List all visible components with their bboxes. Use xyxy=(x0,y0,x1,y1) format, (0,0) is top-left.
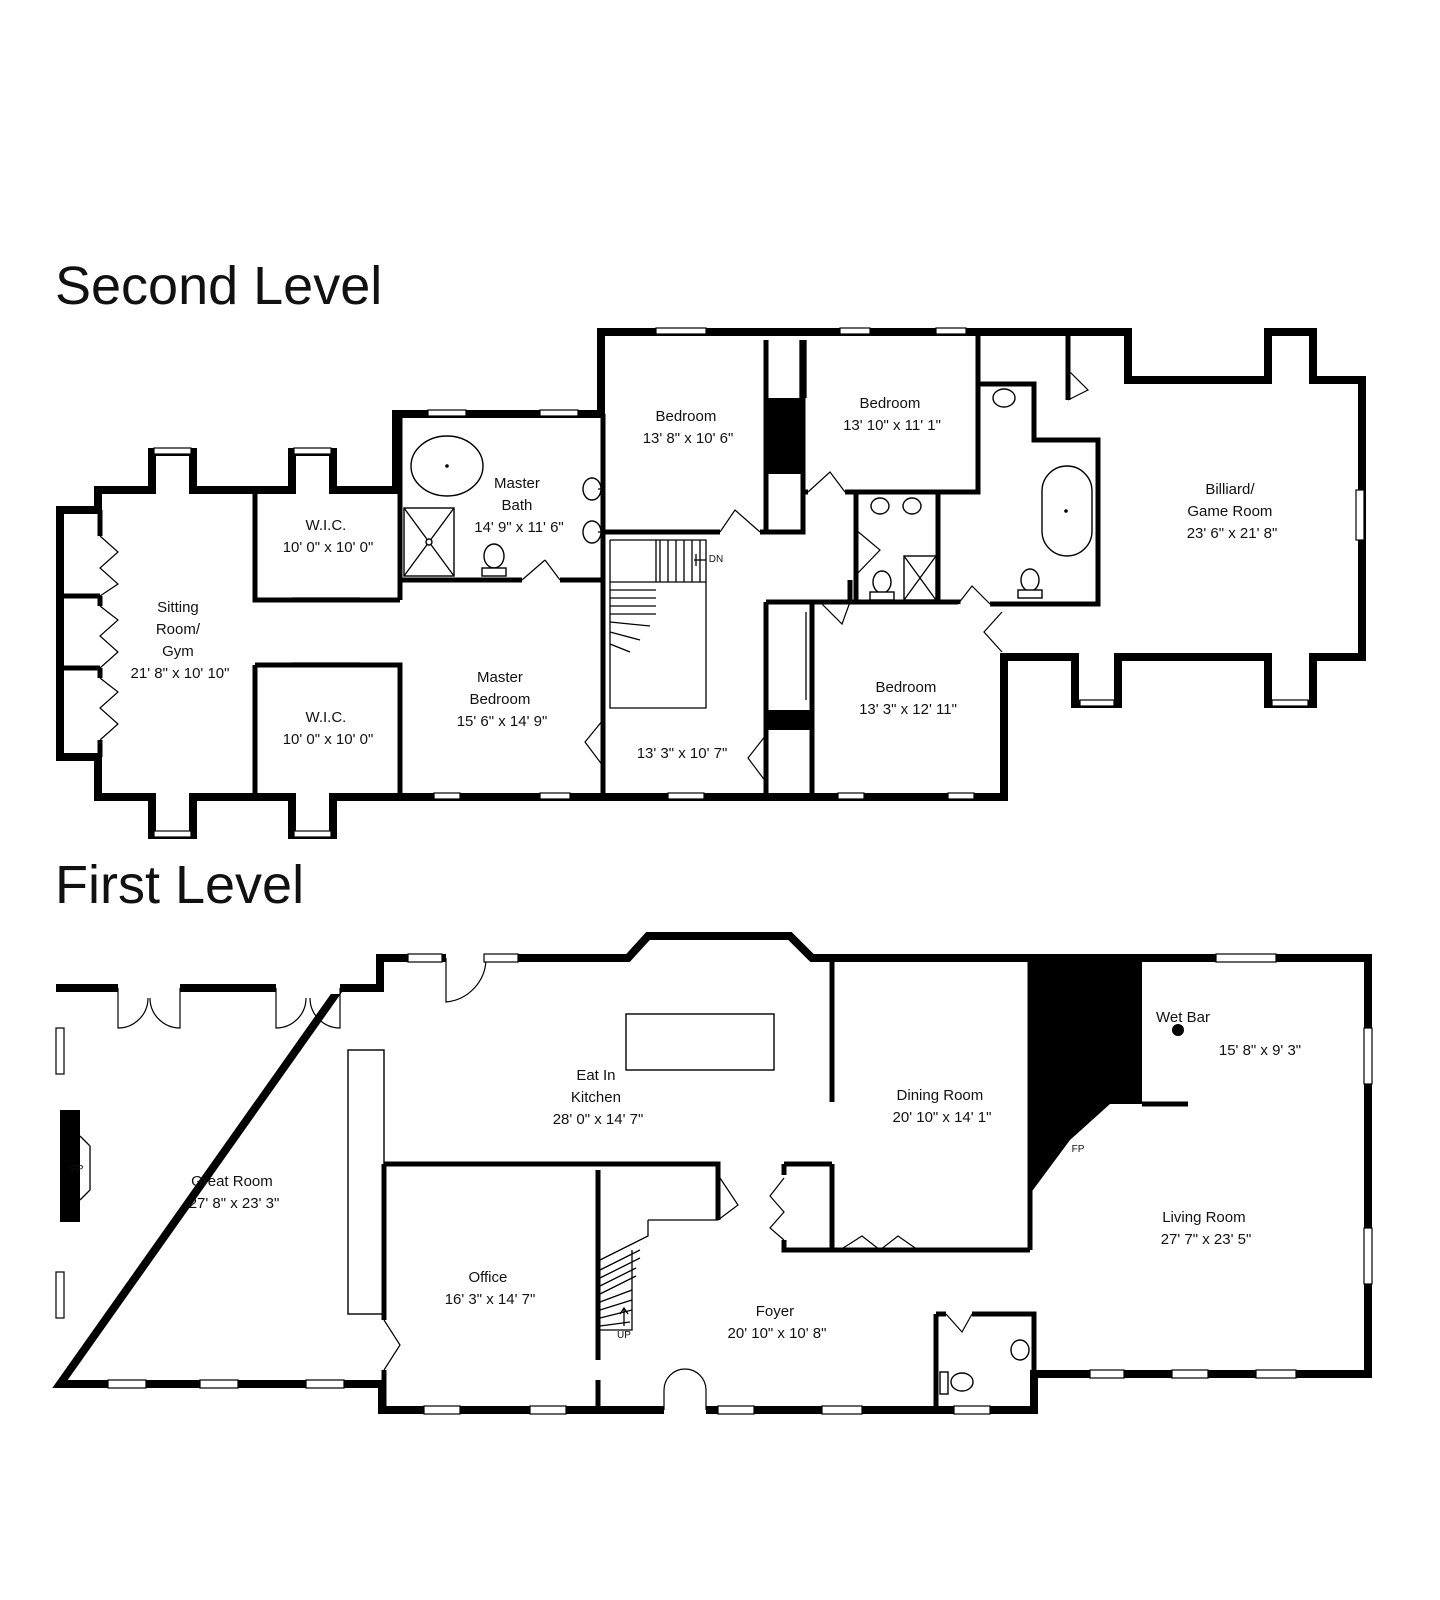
master-bath-walls xyxy=(397,414,603,600)
wic-top-label: W.I.C. 10' 0" x 10' 0" xyxy=(283,517,374,556)
dining-closet-door xyxy=(769,1177,785,1241)
first-level-plan: FP UP FP xyxy=(52,932,1373,1416)
master-bedroom-label: Master Bedroom 15' 6" x 14' 9" xyxy=(457,669,548,730)
hall-toilet-icon xyxy=(869,570,895,601)
second-level-outer-wall xyxy=(56,328,1366,839)
front-door xyxy=(663,1368,707,1410)
stair-closet-door xyxy=(717,1174,739,1221)
bedroom2-door xyxy=(807,471,846,493)
dining-room-label: Dining Room 20' 10" x 14' 1" xyxy=(893,1087,992,1126)
master-bath-door xyxy=(521,559,561,581)
drain-icon xyxy=(1064,509,1068,513)
front-door-gap xyxy=(664,1404,706,1416)
wic-bottom-label: W.I.C. 10' 0" x 10' 0" xyxy=(283,709,374,748)
closet-door-lines xyxy=(799,340,807,398)
hall-closet-door-right xyxy=(747,734,767,783)
bedroom1-walls xyxy=(600,340,806,797)
bedroom2-walls xyxy=(800,336,981,530)
bedroom3-walls xyxy=(812,580,1002,607)
closet-door-top xyxy=(1067,369,1090,401)
powder-sink-icon xyxy=(1010,1339,1030,1361)
bedroom3-label: Bedroom 13' 3" x 12' 11" xyxy=(859,679,957,718)
sitting-room-label: Sitting Room/ Gym 21' 8" x 10' 10" xyxy=(131,599,230,682)
master-bath-label: Master Bath 14' 9" x 11' 6" xyxy=(474,475,564,536)
first-level-stair xyxy=(599,1219,718,1331)
foyer-label: Foyer 20' 10" x 10' 8" xyxy=(728,1303,827,1342)
wic-sliding-doors xyxy=(292,597,360,664)
kitchen-label: Eat In Kitchen 28' 0" x 14' 7" xyxy=(553,1067,644,1128)
second-level-windows xyxy=(153,327,1365,838)
kitchen-island xyxy=(625,1013,775,1071)
first-level-title: First Level xyxy=(55,855,304,915)
bedroom1-door xyxy=(719,509,761,533)
shower-drain-icon xyxy=(425,538,433,546)
wet-bar-sink-icon xyxy=(1172,1024,1184,1036)
bedroom3-side-door xyxy=(983,611,1003,653)
dn-label: DN xyxy=(709,554,723,565)
french-doors-great-room xyxy=(117,988,341,1029)
powder-toilet-icon xyxy=(939,1371,974,1395)
wet-bar-label: Wet Bar xyxy=(1156,1009,1210,1026)
up-label: UP xyxy=(617,1330,631,1341)
wic-walls xyxy=(252,490,403,797)
toilet-icon xyxy=(481,543,507,577)
bedroom3-door xyxy=(819,601,851,626)
first-level-windows xyxy=(55,953,1373,1415)
chimney-block xyxy=(764,398,802,474)
toilet-icon xyxy=(1017,568,1043,599)
office-label: Office 16' 3" x 14' 7" xyxy=(445,1269,536,1308)
hall-bath-door xyxy=(855,529,881,576)
dining-room-walls xyxy=(781,962,1030,1253)
living-room-label: Living Room 27' 7" x 23' 5" xyxy=(1161,1209,1252,1248)
closet-door-lines-lower xyxy=(805,612,813,700)
great-room-label: Great Room 27' 8" x 23' 3" xyxy=(189,1173,280,1212)
second-level-plan: DN xyxy=(56,327,1366,839)
hall-label: 13' 3" x 10' 7" xyxy=(637,745,728,762)
dining-french-door xyxy=(839,1235,919,1251)
hall-sink-icon xyxy=(870,497,922,515)
bedroom1-label: Bedroom 13' 8" x 10' 6" xyxy=(643,408,734,447)
drain-icon xyxy=(445,464,449,468)
fp-right-label: FP xyxy=(1072,1144,1085,1155)
office-door xyxy=(383,1319,401,1371)
office-walls xyxy=(381,1161,721,1410)
hall-shower-cross xyxy=(903,555,937,601)
fp-left-label: FP xyxy=(71,1164,84,1175)
french-door-gap-2 xyxy=(276,982,340,994)
hall-closet-door-left xyxy=(584,719,604,767)
second-level-title: Second Level xyxy=(55,256,382,316)
french-door-gap-1 xyxy=(118,982,180,994)
fireplace-hearth xyxy=(79,1135,91,1201)
left-closet-dividers xyxy=(60,593,100,671)
fireplace-center xyxy=(1030,962,1142,1194)
sink-icon xyxy=(582,477,603,544)
chimney-block-lower xyxy=(764,710,810,730)
kitchen-door-gap xyxy=(446,952,486,964)
wet-bar-dim-label: 15' 8" x 9' 3" xyxy=(1219,1042,1301,1059)
built-in-cabinet xyxy=(347,1049,385,1315)
left-closet-doors xyxy=(99,535,119,741)
jack-bath-walls xyxy=(975,336,1101,607)
bedroom2-label: Bedroom 13' 10" x 11' 1" xyxy=(843,395,941,434)
billiard-label: Billiard/ Game Room 23' 6" x 21' 8" xyxy=(1187,481,1278,542)
jack-bath-door xyxy=(957,585,991,605)
fireplace-left xyxy=(60,1110,80,1222)
powder-room-door xyxy=(945,1313,973,1334)
sink-icon xyxy=(992,388,1016,408)
kitchen-back-door xyxy=(445,958,487,1003)
powder-room-walls xyxy=(933,1311,1037,1410)
second-level-stair xyxy=(609,539,707,709)
